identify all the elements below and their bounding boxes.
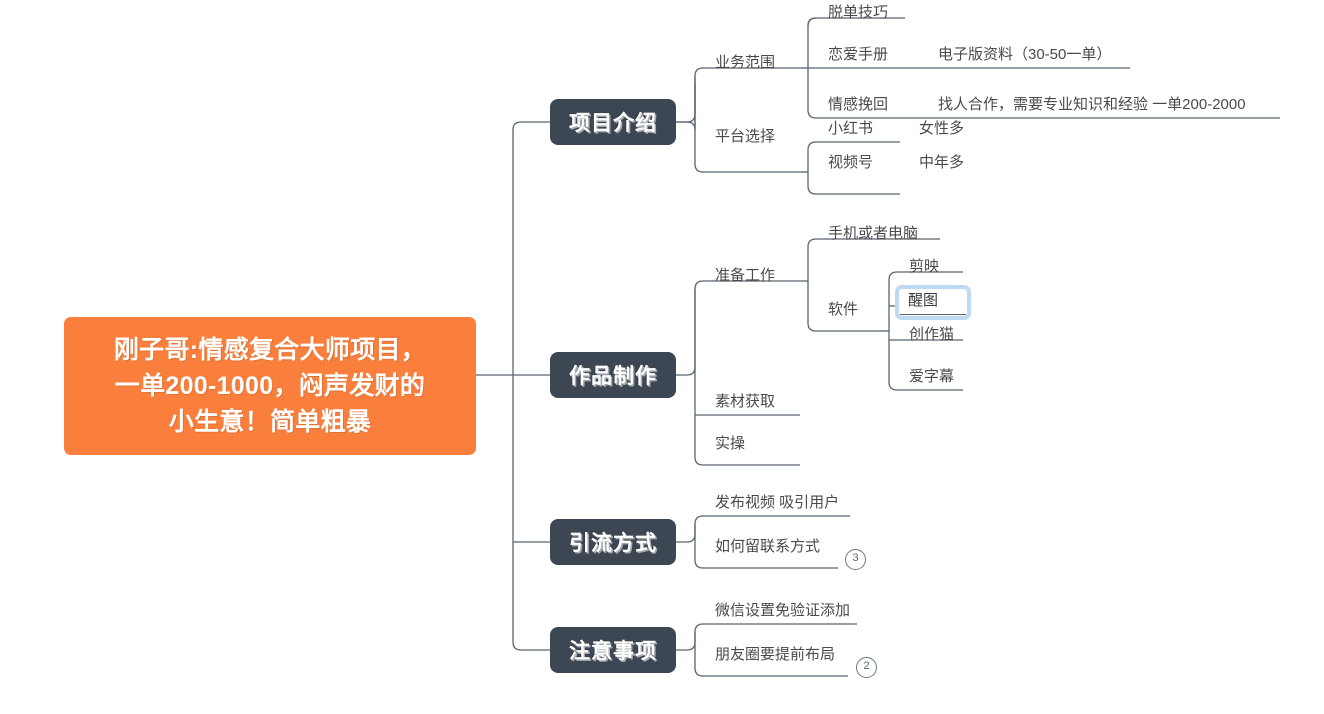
- node-underline: [900, 314, 966, 315]
- badge-count-traffic[interactable]: 3: [845, 549, 866, 570]
- node-label: 脱单技巧: [828, 4, 889, 21]
- root-node-label: 刚子哥:情感复合大师项目， 一单200-1000，闷声发财的 小生意！简单粗暴: [100, 332, 440, 440]
- node-label: 小红书: [828, 120, 874, 137]
- node-underline: [901, 348, 963, 349]
- node-label: 中年多: [919, 154, 965, 171]
- branch-node-label: 作品制作: [569, 365, 657, 388]
- node-app-jianying[interactable]: 剪映: [901, 256, 963, 281]
- node-underline: [930, 68, 1130, 69]
- node-app-chuangzuomao[interactable]: 创作猫: [901, 324, 963, 349]
- node-label: 发布视频 吸引用户: [715, 494, 840, 511]
- node-underline: [707, 415, 791, 416]
- node-phone-or-computer[interactable]: 手机或者电脑: [820, 223, 940, 248]
- node-label: 剪映: [909, 258, 940, 275]
- node-underline: [901, 390, 963, 391]
- node-xiaohongshu-detail[interactable]: 女性多: [911, 118, 983, 143]
- node-label: 醒图: [908, 292, 939, 309]
- node-underline: [707, 457, 765, 458]
- node-underline: [707, 560, 838, 561]
- node-love-handbook[interactable]: 恋爱手册: [820, 44, 904, 69]
- root-node[interactable]: 刚子哥:情感复合大师项目， 一单200-1000，闷声发财的 小生意！简单粗暴: [64, 317, 476, 455]
- node-preparation[interactable]: 准备工作: [707, 265, 791, 290]
- branch-node-traffic-method[interactable]: 引流方式: [550, 519, 676, 565]
- node-underline: [707, 289, 791, 290]
- badge-count-notes[interactable]: 2: [856, 657, 877, 678]
- node-label: 手机或者电脑: [828, 225, 919, 242]
- node-label: 找人合作，需要专业知识和经验 一单200-2000: [938, 96, 1246, 113]
- node-underline: [820, 323, 880, 324]
- node-label: 情感挽回: [828, 96, 889, 113]
- node-underline: [901, 280, 963, 281]
- node-label: 女性多: [919, 120, 965, 137]
- node-underline: [911, 176, 983, 177]
- node-xiaohongshu[interactable]: 小红书: [820, 118, 892, 143]
- node-underline: [707, 624, 857, 625]
- node-material-sourcing[interactable]: 素材获取: [707, 391, 791, 416]
- node-app-aizimu[interactable]: 爱字幕: [901, 366, 963, 391]
- node-underline: [707, 668, 848, 669]
- branch-node-content-production[interactable]: 作品制作: [550, 352, 676, 398]
- node-label: 如何留联系方式: [715, 538, 821, 555]
- node-platform-choice[interactable]: 平台选择: [707, 126, 791, 151]
- root-line-3: 小生意！简单粗暴: [168, 408, 372, 436]
- node-underline: [707, 516, 850, 517]
- node-underline: [820, 176, 892, 177]
- root-line-1: 刚子哥:情感复合大师项目，: [113, 336, 427, 364]
- node-business-scope[interactable]: 业务范围: [707, 52, 791, 77]
- node-label: 朋友圈要提前布局: [715, 646, 836, 663]
- node-wechat-no-verify-add[interactable]: 微信设置免验证添加: [707, 600, 857, 625]
- node-label: 电子版资料（30-50一单）: [938, 46, 1112, 63]
- node-label: 素材获取: [715, 393, 776, 410]
- node-emotional-recovery-detail[interactable]: 找人合作，需要专业知识和经验 一单200-2000: [930, 94, 1280, 119]
- node-label: 微信设置免验证添加: [715, 602, 851, 619]
- branch-node-label: 项目介绍: [569, 112, 657, 135]
- branch-node-label: 注意事项: [569, 640, 657, 663]
- node-single-tips[interactable]: 脱单技巧: [820, 2, 904, 27]
- node-practice[interactable]: 实操: [707, 433, 765, 458]
- node-underline: [707, 76, 791, 77]
- node-video-account[interactable]: 视频号: [820, 152, 892, 177]
- node-label: 爱字幕: [909, 368, 955, 385]
- node-label: 平台选择: [715, 128, 776, 145]
- node-love-handbook-detail[interactable]: 电子版资料（30-50一单）: [930, 44, 1130, 69]
- node-label: 业务范围: [715, 54, 776, 71]
- node-label: 实操: [715, 435, 746, 452]
- node-label: 视频号: [828, 154, 874, 171]
- node-label: 创作猫: [909, 326, 955, 343]
- node-software[interactable]: 软件: [820, 299, 880, 324]
- node-label: 软件: [828, 301, 859, 318]
- node-video-account-detail[interactable]: 中年多: [911, 152, 983, 177]
- node-emotional-recovery[interactable]: 情感挽回: [820, 94, 904, 119]
- node-how-to-leave-contact[interactable]: 如何留联系方式: [707, 536, 838, 561]
- node-underline: [820, 26, 904, 27]
- node-underline: [911, 142, 983, 143]
- branch-node-label: 引流方式: [569, 532, 657, 555]
- node-label: 恋爱手册: [828, 46, 889, 63]
- node-app-xingtu-selected[interactable]: 醒图: [899, 289, 967, 316]
- branch-node-notes[interactable]: 注意事项: [550, 627, 676, 673]
- node-underline: [707, 150, 791, 151]
- node-underline: [820, 247, 940, 248]
- root-line-2: 一单200-1000，闷声发财的: [114, 372, 426, 400]
- node-underline: [820, 142, 892, 143]
- node-underline: [820, 68, 904, 69]
- branch-node-project-intro[interactable]: 项目介绍: [550, 99, 676, 145]
- node-publish-video-attract-users[interactable]: 发布视频 吸引用户: [707, 492, 850, 517]
- node-label: 准备工作: [715, 267, 776, 284]
- node-moments-prepare-layout[interactable]: 朋友圈要提前布局: [707, 644, 848, 669]
